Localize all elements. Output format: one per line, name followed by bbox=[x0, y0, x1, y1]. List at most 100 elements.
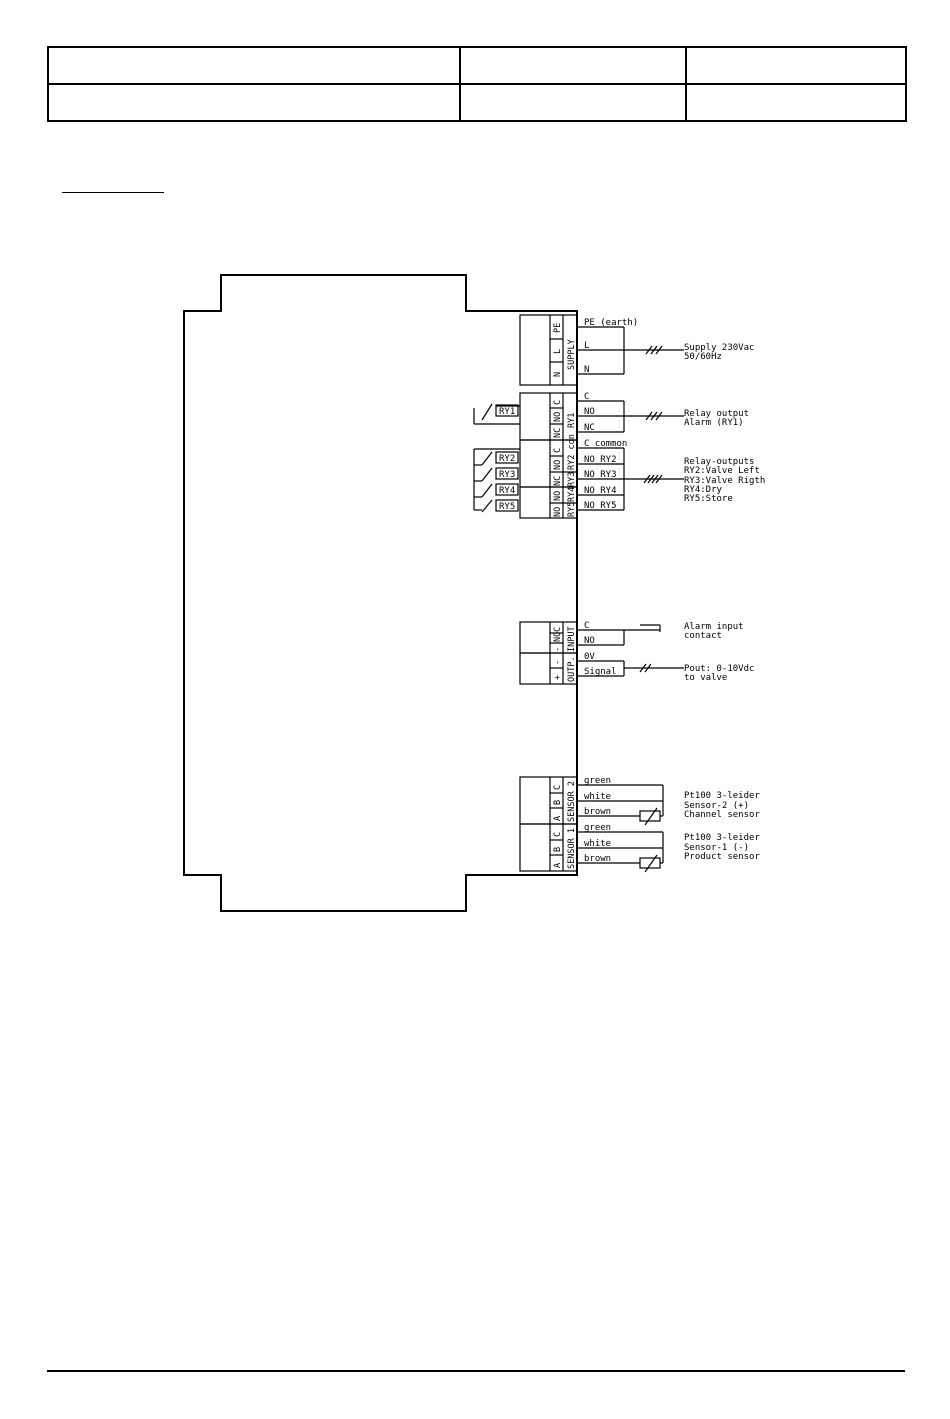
desc-output-2: to valve bbox=[684, 673, 727, 683]
desc-ry1-2: Alarm (RY1) bbox=[684, 418, 744, 428]
wire-input-c: C bbox=[584, 621, 589, 631]
descriptions: Supply 230Vac 50/60Hz Relay output Alarm… bbox=[684, 343, 765, 862]
desc-relays-4: RY4:Dry bbox=[684, 485, 723, 495]
ry1-group-label: RY1 bbox=[567, 413, 577, 428]
wire-s1-white: white bbox=[584, 839, 611, 849]
sensor2-group-label: SENSOR 2 bbox=[567, 781, 577, 822]
desc-sensor2-1: Pt100 3-leider bbox=[684, 791, 760, 801]
controller-housing bbox=[183, 274, 578, 912]
desc-sensor1-1: Pt100 3-leider bbox=[684, 833, 760, 843]
header-table bbox=[47, 46, 907, 122]
wire-ry1-c: C bbox=[584, 392, 589, 402]
wire-s1-brown: brown bbox=[584, 854, 611, 864]
sensor1-group-label: SENSOR 1 bbox=[567, 828, 577, 869]
sensor1-pin-b: B bbox=[553, 847, 563, 852]
header-cell bbox=[47, 83, 461, 122]
wire-no-ry4: NO RY4 bbox=[584, 486, 617, 496]
outp-pin-plus: + bbox=[553, 675, 563, 680]
wire-c-common: C common bbox=[584, 439, 627, 449]
desc-ry1-1: Relay output bbox=[684, 409, 749, 419]
ry5-group-label: RY5 bbox=[567, 502, 577, 517]
ry1-pin-no: NO bbox=[553, 412, 563, 422]
ry2-coil-label: RY2 bbox=[499, 454, 515, 464]
desc-input-1: Alarm input bbox=[684, 622, 744, 632]
wire-ry1-nc: NC bbox=[584, 423, 595, 433]
wire-signal: Signal bbox=[584, 667, 617, 677]
header-cell bbox=[459, 46, 687, 85]
desc-sensor2-3: Channel sensor bbox=[684, 810, 760, 820]
wire-ry1-no: NO bbox=[584, 407, 595, 417]
outp-pin-minus: - bbox=[553, 660, 563, 665]
wire-no-ry3: NO RY3 bbox=[584, 470, 617, 480]
input-pin-no: NO bbox=[553, 632, 563, 642]
ry2-coil bbox=[495, 451, 519, 464]
outp-group-label: OUTP. bbox=[567, 656, 577, 682]
sensor2-pin-c: C bbox=[553, 785, 563, 790]
sensor1-pin-a: A bbox=[553, 863, 563, 868]
wire-no-ry5: NO RY5 bbox=[584, 501, 617, 511]
ry5-coil bbox=[495, 499, 519, 512]
ry1-pin-c: C bbox=[553, 400, 563, 405]
desc-relays-1: Relay-outputs bbox=[684, 457, 754, 467]
ry4-coil bbox=[495, 483, 519, 496]
wire-s2-green: green bbox=[584, 776, 611, 786]
relay-coils bbox=[473, 403, 520, 513]
desc-relays-2: RY2:Valve Left bbox=[684, 466, 760, 476]
terminal-labels: N L PE SUPPLY NC NO C RY1 C NO NC RY2 co… bbox=[553, 323, 577, 869]
supply-group-label: SUPPLY bbox=[567, 339, 577, 370]
header-cell bbox=[685, 83, 907, 122]
ry2-group-label: RY2 con bbox=[567, 434, 577, 470]
ry1-coil bbox=[495, 404, 519, 417]
wire-s1-green: green bbox=[584, 823, 611, 833]
title-underline bbox=[62, 192, 164, 193]
ry2-pin-nc: NC bbox=[553, 476, 563, 486]
supply-pin-l: L bbox=[553, 349, 563, 354]
ry2-pin-no: NO bbox=[553, 460, 563, 470]
sensor1-pin-c: C bbox=[553, 832, 563, 837]
ry2-pin-c: C bbox=[553, 448, 563, 453]
desc-supply-2: 50/60Hz bbox=[684, 352, 722, 362]
desc-output-1: Pout: 0-10Vdc bbox=[684, 664, 754, 674]
ry3-coil-label: RY3 bbox=[499, 470, 515, 480]
input-pin-minus: - bbox=[553, 647, 563, 652]
desc-sensor1-3: Product sensor bbox=[684, 852, 760, 862]
terminal-blocks bbox=[519, 314, 578, 872]
ry5-pin-no: NO bbox=[553, 507, 563, 517]
desc-input-2: contact bbox=[684, 631, 722, 641]
header-row bbox=[47, 83, 907, 122]
supply-pin-pe: PE bbox=[553, 323, 563, 333]
ry5-coil-label: RY5 bbox=[499, 502, 515, 512]
wire-0v: 0V bbox=[584, 652, 595, 662]
ry3-group-label: RY3 bbox=[567, 472, 577, 487]
ry4-coil-label: RY4 bbox=[499, 486, 515, 496]
output-terminal-block bbox=[519, 652, 578, 685]
desc-supply-1: Supply 230Vac bbox=[684, 343, 754, 353]
wire-s2-brown: brown bbox=[584, 807, 611, 817]
desc-relays-5: RY5:Store bbox=[684, 494, 733, 504]
header-row bbox=[47, 46, 907, 85]
wire-n: N bbox=[584, 365, 589, 375]
sensor1-pt100 bbox=[639, 857, 661, 869]
wire-pe: PE (earth) bbox=[584, 318, 638, 328]
wire-labels: PE (earth) L N C NO NC C common NO RY2 N… bbox=[584, 318, 638, 864]
ry4-pin-no: NO bbox=[553, 491, 563, 501]
sensor2-pin-b: B bbox=[553, 800, 563, 805]
sensor2-pt100 bbox=[639, 810, 661, 822]
footer-rule bbox=[47, 1370, 905, 1372]
supply-pin-n: N bbox=[553, 372, 563, 377]
input-group-label: INPUT bbox=[567, 626, 577, 652]
header-cell bbox=[47, 46, 461, 85]
external-wiring bbox=[577, 326, 684, 873]
header-cell bbox=[459, 83, 687, 122]
ry1-pin-nc: NC bbox=[553, 428, 563, 438]
ry4-group-label: RY4 bbox=[567, 487, 577, 502]
sensor2-pin-a: A bbox=[553, 816, 563, 821]
input-pin-c: C bbox=[553, 627, 563, 632]
ry1-coil-label: RY1 bbox=[499, 407, 515, 417]
wire-l: L bbox=[584, 341, 589, 351]
desc-sensor2-2: Sensor-2 (+) bbox=[684, 801, 749, 811]
header-cell bbox=[685, 46, 907, 85]
desc-sensor1-2: Sensor-1 (-) bbox=[684, 843, 749, 853]
desc-relays-3: RY3:Valve Rigth bbox=[684, 476, 765, 486]
